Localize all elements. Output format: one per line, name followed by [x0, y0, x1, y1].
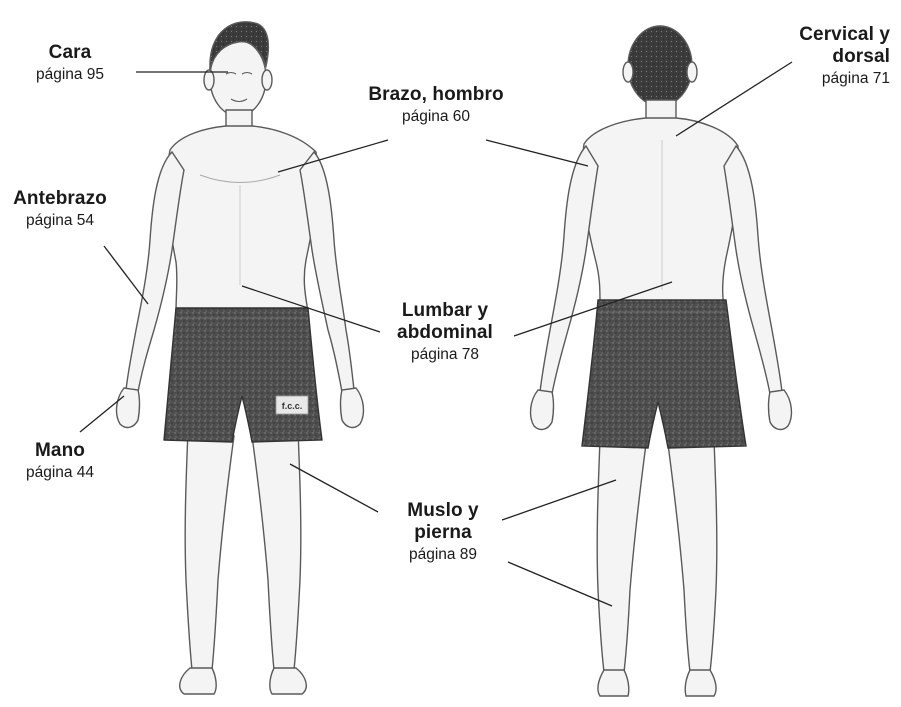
- label-mano: Mano página 44: [14, 440, 106, 482]
- label-lumbar-title-2: abdominal: [376, 322, 514, 344]
- label-cara-page: página 95: [20, 66, 120, 84]
- label-muslo: Muslo y pierna página 89: [378, 500, 508, 564]
- front-shorts: [164, 308, 322, 442]
- label-cervical: Cervical y dorsal página 71: [770, 24, 890, 88]
- leader-antebrazo: [104, 246, 148, 304]
- back-head: [628, 26, 692, 106]
- back-leg-left: [597, 440, 646, 672]
- label-mano-title: Mano: [14, 440, 106, 462]
- label-cervical-title-2: dorsal: [770, 46, 890, 68]
- label-muslo-title-1: Muslo y: [378, 500, 508, 522]
- label-lumbar: Lumbar y abdominal página 78: [376, 300, 514, 364]
- label-brazo: Brazo, hombro página 60: [356, 84, 516, 126]
- label-muslo-title-2: pierna: [378, 522, 508, 544]
- label-cara: Cara página 95: [20, 42, 120, 84]
- label-antebrazo-page: página 54: [4, 212, 116, 230]
- back-torso: [582, 118, 739, 304]
- label-muslo-page: página 89: [378, 546, 508, 564]
- leader-pierna-back: [508, 562, 612, 606]
- back-leg-right: [668, 440, 717, 672]
- label-lumbar-title-1: Lumbar y: [376, 300, 514, 322]
- label-lumbar-page: página 78: [376, 346, 514, 364]
- front-figure: [117, 22, 364, 694]
- label-brazo-page: página 60: [356, 108, 516, 126]
- back-figure: [531, 26, 792, 696]
- label-cervical-title-1: Cervical y: [770, 24, 890, 46]
- label-antebrazo-title: Antebrazo: [4, 188, 116, 210]
- front-torso: [167, 126, 318, 312]
- label-cervical-page: página 71: [770, 70, 890, 88]
- label-antebrazo: Antebrazo página 54: [4, 188, 116, 230]
- label-cara-title: Cara: [20, 42, 120, 64]
- back-arm-left: [540, 146, 598, 394]
- shorts-logo-text: f.c.c.: [282, 401, 303, 411]
- label-mano-page: página 44: [14, 464, 106, 482]
- back-shorts: [582, 300, 746, 448]
- leader-brazo-back: [486, 140, 588, 166]
- front-leg-left: [185, 430, 234, 670]
- label-brazo-title: Brazo, hombro: [356, 84, 516, 106]
- leader-muslo-front: [290, 464, 378, 512]
